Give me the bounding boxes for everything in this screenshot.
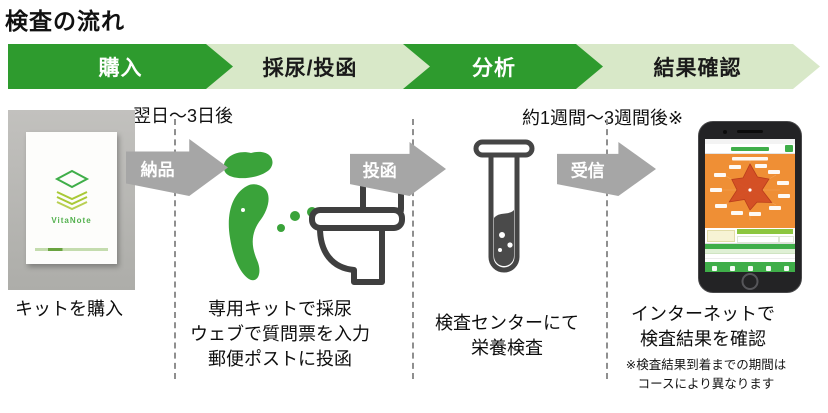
- delivery-time-label: 翌日〜3日後: [133, 106, 234, 126]
- score-value-cell: [737, 236, 779, 243]
- table-row: [705, 254, 795, 259]
- app-header-bar: [705, 144, 795, 154]
- page-title: 検査の流れ: [5, 8, 125, 34]
- table-header: [705, 244, 795, 249]
- caption-purchase: キットを購入: [15, 299, 123, 319]
- radar-chart: [710, 157, 790, 220]
- phone-camera: [723, 129, 727, 134]
- step-purchase: 購入: [8, 44, 233, 89]
- app-bottom-nav: [705, 262, 795, 272]
- score-unit-cell: [779, 236, 794, 243]
- test-tube-icon: [473, 139, 535, 273]
- kit-small-print: [35, 248, 108, 251]
- step-purchase-label: 購入: [98, 56, 143, 80]
- divider-1: [174, 119, 176, 379]
- divider-3: [606, 119, 608, 379]
- score-header-bar: [737, 229, 793, 234]
- app-radar-panel: [705, 154, 795, 228]
- step-collect-post-label: 採尿/投函: [262, 56, 358, 80]
- receive-arrow-label: 受信: [570, 161, 605, 181]
- kit-photo: VitaNote: [8, 110, 135, 290]
- score-category-cell: [707, 230, 735, 242]
- app-status-bar: [705, 139, 795, 144]
- nav-icon: [711, 265, 717, 271]
- kit-box: VitaNote: [26, 132, 117, 264]
- step-result-label: 結果確認: [653, 56, 742, 80]
- step-analysis-label: 分析: [472, 56, 516, 80]
- smartphone-result-screen: [698, 121, 802, 293]
- divider-2: [412, 119, 414, 379]
- app-result-table: [705, 244, 795, 264]
- post-arrow-label: 投函: [362, 161, 397, 181]
- caption-result: インターネットで 検査結果を確認: [631, 304, 775, 349]
- nav-icon: [747, 265, 753, 271]
- phone-speaker: [737, 130, 763, 133]
- step-result: 結果確認: [575, 44, 820, 89]
- person-figure: [223, 151, 317, 281]
- app-menu-button: [785, 145, 793, 152]
- result-period-footnote: ※検査結果到着までの期間は コースにより異なります: [625, 358, 787, 391]
- app-score-row: [705, 228, 795, 244]
- caption-analysis: 検査センターにて 栄養検査: [435, 313, 579, 358]
- caption-collection: 専用キットで採尿 ウェブで質問票を入力 郵便ポストに投函: [190, 299, 370, 369]
- nav-icon: [729, 265, 735, 271]
- nav-icon: [765, 265, 771, 271]
- delivery-arrow-label: 納品: [140, 160, 175, 179]
- table-subheader: [705, 249, 795, 254]
- phone-home-button: [741, 273, 759, 290]
- vitanote-logo-icon: [54, 169, 89, 211]
- kit-brand-text: VitaNote: [51, 216, 92, 225]
- nav-icon: [783, 265, 789, 271]
- result-time-label: 約1週間〜3週間後※: [522, 108, 684, 128]
- app-title-text: [731, 146, 769, 151]
- phone-screen: [705, 139, 795, 272]
